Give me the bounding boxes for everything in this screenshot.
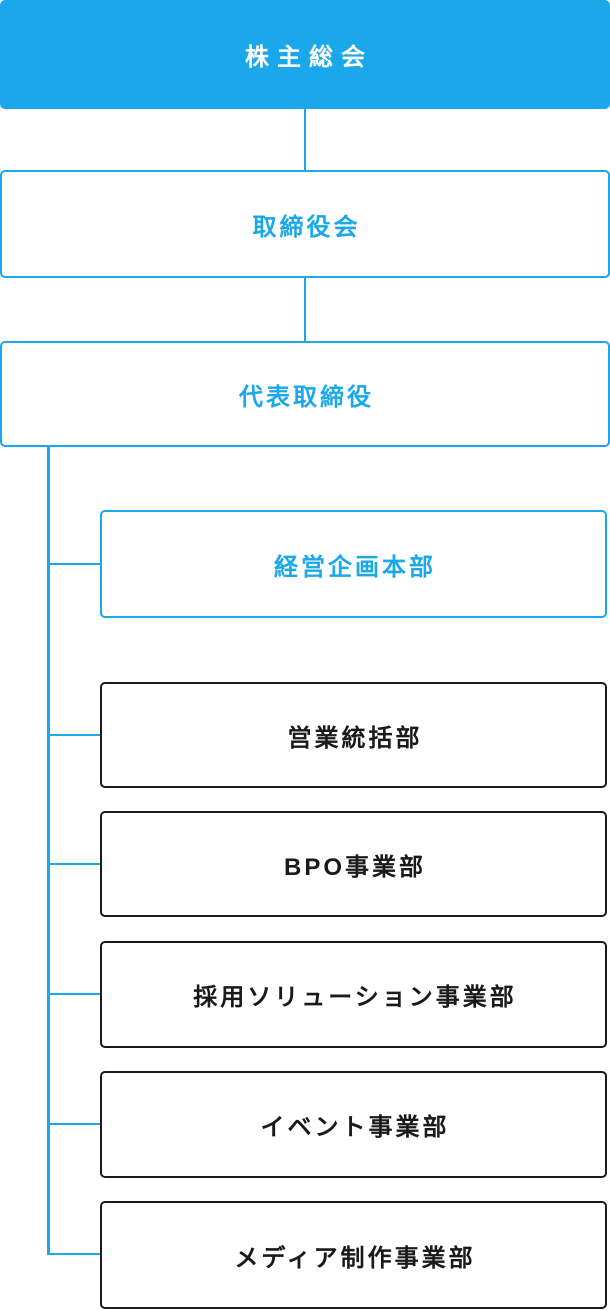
org-node-board-of-directors: 取締役会 [0,170,610,278]
connector-to-media-production [49,1253,100,1255]
org-node-media-production-division: メディア制作事業部 [100,1201,607,1309]
org-node-label: BPO事業部 [283,853,426,881]
org-node-corporate-planning-division: 経営企画本部 [100,510,607,618]
org-node-sales-management-dept: 営業統括部 [100,682,607,788]
org-node-label: 株主総会 [245,44,373,71]
org-node-label: 経営企画本部 [274,553,436,581]
org-node-label: 取締役会 [252,213,361,241]
org-node-label: イベント事業部 [260,1114,450,1141]
connector-board-to-representative [304,278,306,341]
org-node-bpo-division: BPO事業部 [100,811,607,917]
org-node-label: メディア制作事業部 [234,1244,476,1272]
org-node-label: 営業統括部 [287,724,423,752]
org-node-recruitment-solutions-division: 採用ソリューション事業部 [100,941,607,1048]
org-node-representative-director: 代表取締役 [0,341,610,447]
org-node-label: 採用ソリューション事業部 [193,984,517,1011]
connector-to-bpo [49,863,100,865]
connector-shareholders-to-board [304,109,306,170]
connector-trunk-vertical [47,447,50,1255]
org-node-label: 代表取締役 [239,383,374,411]
connector-to-sales-management [49,734,100,736]
connector-to-corporate-planning [49,563,100,565]
org-node-shareholders-meeting: 株主総会 [0,0,610,109]
org-node-event-division: イベント事業部 [100,1071,607,1178]
connector-to-recruitment-solutions [49,993,100,995]
connector-to-event [49,1123,100,1125]
